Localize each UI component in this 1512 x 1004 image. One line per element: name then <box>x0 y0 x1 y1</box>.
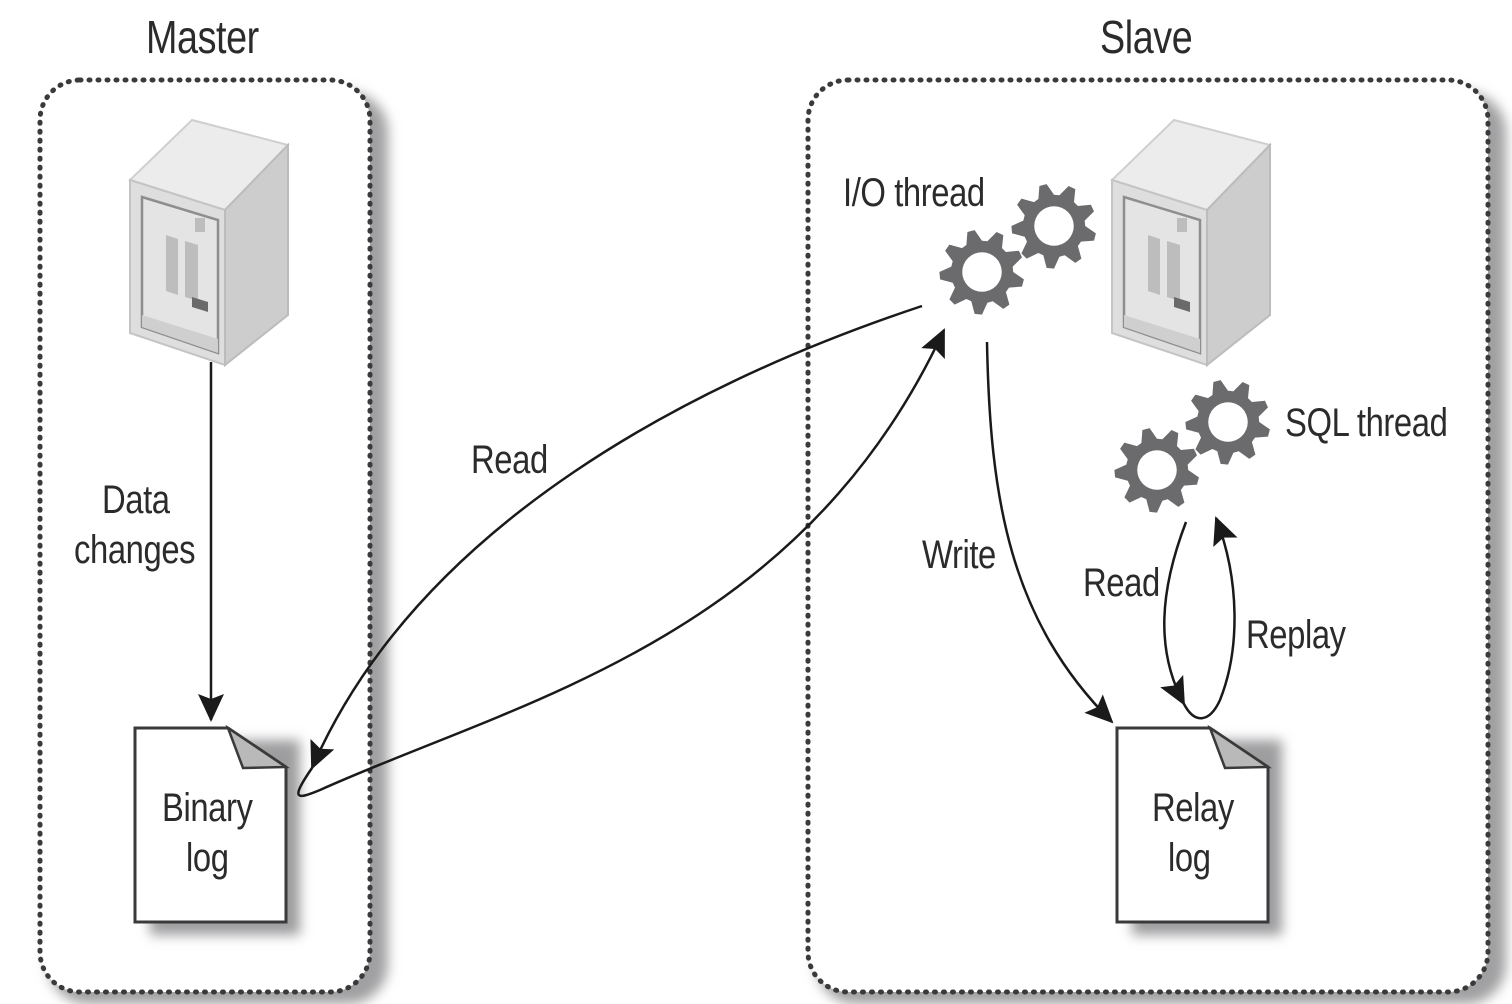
read-binlog-arrow <box>310 304 923 770</box>
replay-label: Replay <box>1246 613 1346 657</box>
relay-log-label-line2: log <box>1168 836 1211 880</box>
sql-read-label: Read <box>1083 561 1160 605</box>
binary-log-label-line2: log <box>186 836 229 880</box>
write-label: Write <box>922 533 996 577</box>
gear-icon <box>939 230 1024 315</box>
replay-arrow <box>1182 516 1238 720</box>
relay-log-document <box>1115 724 1282 935</box>
read-binlog-label: Read <box>471 438 548 482</box>
relay-log-label-line1: Relay <box>1152 786 1234 830</box>
io-thread-label: I/O thread <box>843 171 985 215</box>
slave-title: Slave <box>1100 11 1193 63</box>
sql-thread-label: SQL thread <box>1285 401 1448 445</box>
master-server-icon <box>128 118 290 368</box>
slave-server-icon <box>1110 118 1272 368</box>
binlog-to-io-arrow <box>297 328 946 798</box>
gear-icon <box>1114 428 1199 513</box>
sql-thread-gears-icon <box>1114 380 1270 513</box>
master-title: Master <box>146 11 259 63</box>
sql-read-relay-arrow <box>1160 521 1188 706</box>
write-relay-arrow <box>985 341 1114 724</box>
gear-icon <box>1011 184 1096 269</box>
gear-hole <box>1208 402 1248 442</box>
data-changes-label-line1: Data <box>102 478 170 522</box>
gear-hole <box>962 252 1002 292</box>
gear-hole <box>1137 450 1177 490</box>
data-changes-label-line2: changes <box>74 528 196 572</box>
binary-log-document <box>133 724 300 935</box>
binary-log-label-line1: Binary <box>162 786 253 830</box>
io-thread-gears-icon <box>939 184 1096 315</box>
gear-hole <box>1034 206 1074 246</box>
gear-icon <box>1185 380 1270 465</box>
